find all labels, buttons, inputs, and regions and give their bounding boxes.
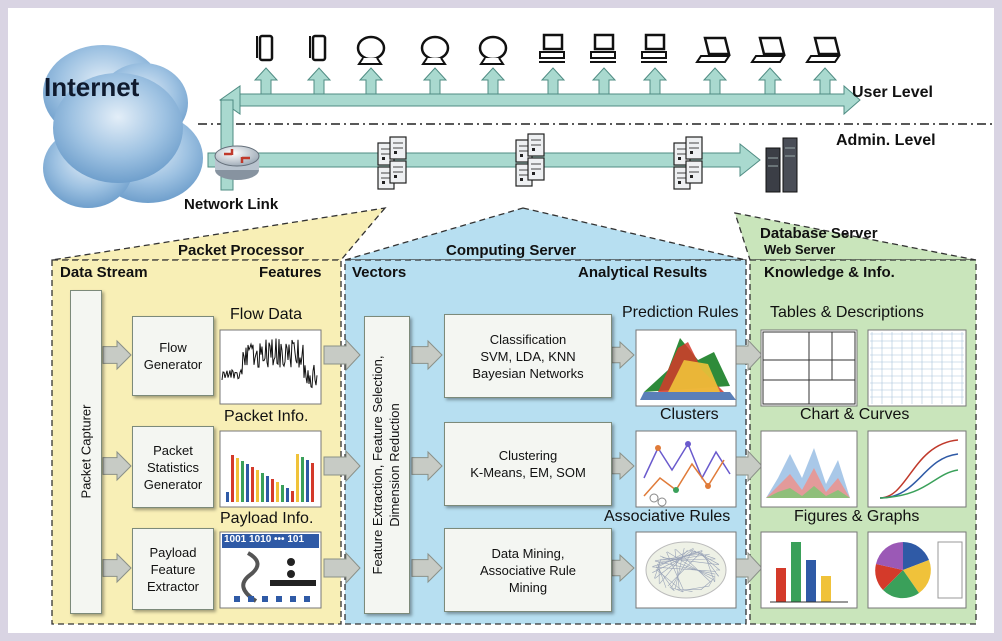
laptop-device-icon bbox=[697, 38, 729, 62]
packet-bar bbox=[236, 458, 239, 502]
internet-label: Internet bbox=[44, 72, 139, 103]
clusters-title: Clusters bbox=[660, 406, 719, 424]
database-server-title: Database Server bbox=[760, 225, 878, 242]
feature-extraction-box: Feature Extraction, Feature Selection, D… bbox=[364, 316, 410, 614]
network-link-label: Network Link bbox=[184, 196, 278, 213]
prediction-rules-title: Prediction Rules bbox=[622, 304, 739, 322]
payload-bits: 1001 1010 ••• 101 bbox=[224, 534, 304, 545]
laptop-device-icon bbox=[807, 38, 839, 62]
pda-device-icon bbox=[310, 36, 325, 60]
figures-graphs-title: Figures & Graphs bbox=[794, 508, 919, 526]
packet-bar bbox=[266, 476, 269, 502]
tables-descriptions-title: Tables & Descriptions bbox=[770, 304, 924, 322]
knowledge-info-label: Knowledge & Info. bbox=[764, 264, 895, 281]
packet-bar bbox=[306, 460, 309, 502]
packet-bar bbox=[286, 488, 289, 502]
feature-extraction-line2: Dimension Reduction bbox=[387, 403, 402, 527]
packet-capturer-box: Packet Capturer bbox=[70, 290, 102, 614]
associative-rules-title: Associative Rules bbox=[604, 508, 730, 526]
packet-info-title: Packet Info. bbox=[224, 408, 309, 426]
classification-box: Classification SVM, LDA, KNN Bayesian Ne… bbox=[444, 314, 612, 398]
packet-bar bbox=[276, 482, 279, 502]
packet-info-chart bbox=[220, 431, 321, 507]
packet-bar bbox=[251, 467, 254, 502]
packet-bar bbox=[231, 455, 234, 502]
feature-extraction-label: Feature Extraction, Feature Selection, D… bbox=[369, 317, 405, 613]
desk-device-icon bbox=[539, 35, 565, 62]
associative-rules-graphic bbox=[636, 532, 736, 608]
packet-capturer-label: Packet Capturer bbox=[78, 291, 95, 613]
server-stack-icon bbox=[516, 134, 544, 186]
packet-statistics-generator-box: Packet Statistics Generator bbox=[132, 426, 214, 508]
packet-bar bbox=[226, 492, 229, 502]
flow-generator-box: Flow Generator bbox=[132, 316, 214, 396]
packet-bar bbox=[281, 485, 284, 502]
flow-data-chart bbox=[220, 330, 321, 404]
crt-device-icon bbox=[480, 37, 506, 64]
analytical-results-label: Analytical Results bbox=[578, 264, 707, 281]
database-tower-icon bbox=[766, 138, 797, 192]
data-stream-label: Data Stream bbox=[60, 264, 148, 281]
payload-feature-extractor-box: Payload Feature Extractor bbox=[132, 528, 214, 610]
pda-device-icon bbox=[257, 36, 272, 60]
device-arrows bbox=[255, 68, 836, 94]
flow-data-title: Flow Data bbox=[230, 306, 302, 324]
packet-bar bbox=[246, 464, 249, 502]
packet-processor-title: Packet Processor bbox=[178, 242, 304, 259]
user-level-label: User Level bbox=[852, 84, 933, 102]
packet-bar bbox=[261, 473, 264, 502]
admin-level-label: Admin. Level bbox=[836, 132, 936, 150]
clustering-box: Clustering K-Means, EM, SOM bbox=[444, 422, 612, 506]
vectors-label: Vectors bbox=[352, 264, 406, 281]
packet-bar bbox=[271, 479, 274, 502]
crt-device-icon bbox=[358, 37, 384, 64]
web-server-label: Web Server bbox=[764, 242, 835, 257]
router-icon bbox=[215, 146, 259, 180]
crt-device-icon bbox=[422, 37, 448, 64]
data-mining-box: Data Mining, Associative Rule Mining bbox=[444, 528, 612, 612]
desk-device-icon bbox=[641, 35, 667, 62]
laptop-device-icon bbox=[752, 38, 784, 62]
chart-curves-title: Chart & Curves bbox=[800, 406, 909, 424]
user-devices bbox=[257, 35, 839, 64]
feature-extraction-line1: Feature Extraction, Feature Selection, bbox=[370, 356, 385, 575]
server-stack-icon bbox=[378, 137, 406, 189]
server-stack-icon bbox=[674, 137, 702, 189]
features-label: Features bbox=[259, 264, 322, 281]
clusters-graphic bbox=[636, 431, 736, 507]
computing-server-title: Computing Server bbox=[446, 242, 576, 259]
packet-bar bbox=[241, 461, 244, 502]
prediction-rules-graphic bbox=[636, 330, 736, 406]
packet-bar bbox=[291, 491, 294, 502]
packet-bar bbox=[256, 470, 259, 502]
packet-bar bbox=[311, 463, 314, 502]
packet-bar bbox=[296, 454, 299, 502]
diagram-frame: Internet User Level Admin. Level Network… bbox=[8, 8, 994, 633]
packet-bar bbox=[301, 457, 304, 502]
desk-device-icon bbox=[590, 35, 616, 62]
internet-cloud-icon bbox=[43, 45, 203, 208]
payload-info-title: Payload Info. bbox=[220, 510, 313, 528]
